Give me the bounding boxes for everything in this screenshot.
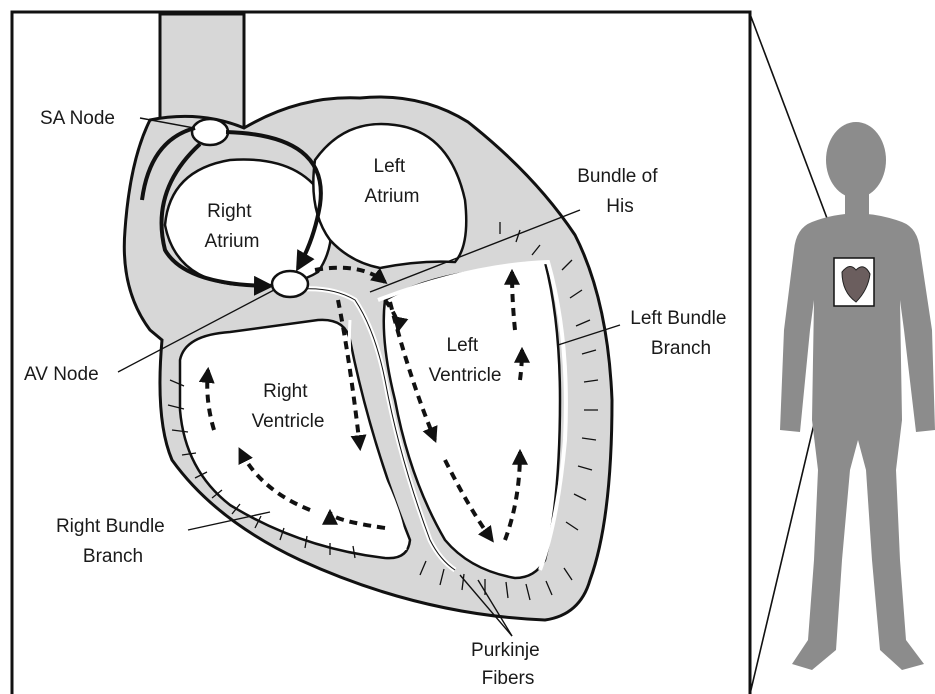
av-node (272, 271, 308, 297)
right-atrium-chamber (165, 160, 331, 286)
label-av-node: AV Node (24, 364, 99, 385)
human-silhouette (780, 122, 935, 670)
sa-node (192, 119, 228, 145)
label-sa-node: SA Node (40, 108, 115, 129)
